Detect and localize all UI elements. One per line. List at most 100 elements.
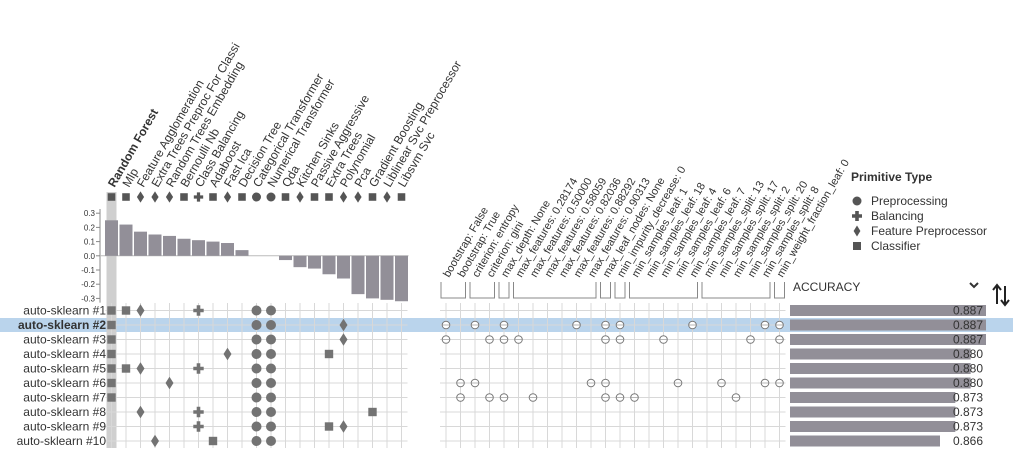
primitive-cell-mark [266,349,276,359]
accuracy-bar[interactable] [790,406,956,418]
importance-bar[interactable] [163,235,176,256]
legend-item-preprocessing: Preprocessing [851,193,987,208]
accuracy-value: 0.887 [953,333,983,347]
primitive-type-icon [209,193,217,201]
primitive-type-icon [223,191,232,203]
pipeline-name[interactable]: auto-sklearn #9 [23,420,106,434]
primitive-cell-mark [251,436,262,446]
importance-bar[interactable] [105,220,118,256]
importance-bar[interactable] [395,255,408,302]
pipeline-name[interactable]: auto-sklearn #5 [23,362,106,376]
primitive-cell-mark [251,363,262,374]
accuracy-value: 0.866 [953,434,983,448]
primitive-cell-mark [368,407,377,417]
accuracy-value: 0.880 [953,376,983,390]
hyperparameter-group-bracket [774,282,785,299]
primitive-cell-mark [266,363,276,374]
importance-bar[interactable] [192,240,205,256]
importance-bar[interactable] [308,255,321,269]
legend-item-label: Feature Preprocessor [871,223,988,238]
primitive-cell-mark [339,318,348,332]
importance-bar[interactable] [119,224,133,256]
primitive-cell-mark [266,421,276,432]
primitive-cell-mark [151,434,159,448]
primitive-cell-mark [193,406,204,418]
importance-bar[interactable] [322,255,336,275]
primitive-type-icon [122,193,130,201]
primitive-cell-mark [266,378,276,388]
accuracy-bar[interactable] [790,348,971,360]
primitive-cell-mark [251,320,262,330]
primitive-type-icon [165,191,174,203]
pipeline-name[interactable]: auto-sklearn #6 [23,376,106,390]
legend-item-balancing: Balancing [851,208,987,223]
accuracy-bar[interactable] [790,363,971,374]
primitive-cell-mark [193,363,204,374]
primitive-cell-mark [251,349,262,359]
accuracy-bar[interactable] [790,377,971,389]
importance-bar[interactable] [177,238,191,256]
hyperparameter-group-bracket [629,282,698,299]
accuracy-bar[interactable] [790,421,956,432]
primitive-cell-mark [266,407,276,417]
importance-bar[interactable] [380,255,394,300]
pipeline-name[interactable]: auto-sklearn #7 [23,391,106,405]
primitive-cell-mark [107,393,116,402]
primitive-type-icon [151,191,159,203]
bar-axis-tick: -0.3 [81,294,95,303]
importance-bar[interactable] [351,255,365,295]
importance-bar[interactable] [235,250,249,256]
primitive-cell-mark [251,392,262,403]
importance-bar[interactable] [148,234,162,256]
pipeline-name[interactable]: auto-sklearn #3 [23,333,106,347]
legend-item-classifier: Classifier [851,238,987,253]
metric-dropdown[interactable] [966,277,982,293]
primitive-label[interactable]: Liblinear Svc Preprocessor [380,58,464,189]
sort-button[interactable] [990,282,1012,308]
importance-bar[interactable] [206,241,220,256]
accuracy-value: 0.887 [953,304,983,318]
accuracy-bar[interactable] [790,435,940,447]
primitive-type-icon [339,191,348,203]
accuracy-bar[interactable] [790,305,986,316]
primitive-cell-mark [107,364,116,373]
importance-bar[interactable] [337,255,350,279]
importance-bar[interactable] [134,231,147,256]
hyperparameter-group-bracket [513,282,597,299]
primitive-cell-mark [193,421,204,432]
pipeline-name[interactable]: auto-sklearn #2 [18,318,106,332]
primitive-type-icon [368,193,377,201]
primitive-cell-mark [107,306,116,315]
primitive-cell-mark [339,333,348,346]
legend-title: Primitive Type [851,170,933,184]
primitive-cell-mark [251,407,262,417]
importance-bar[interactable] [279,255,292,261]
accuracy-bar[interactable] [790,334,986,345]
primitive-cell-mark [165,376,174,390]
accuracy-bar[interactable] [790,392,956,403]
importance-bar[interactable] [221,243,234,256]
legend-item-label: Preprocessing [871,193,948,208]
primitive-type-icon [238,193,246,201]
accuracy-bar[interactable] [790,319,986,331]
primitive-cell-mark [107,378,116,388]
importance-bar[interactable] [366,255,379,299]
primitive-cell-mark [324,422,334,431]
chevron-down-icon [969,282,979,289]
primitive-cell-mark [136,304,145,317]
bar-axis-tick: 0.1 [84,238,96,247]
pipeline-name[interactable]: auto-sklearn #1 [23,304,106,318]
primitive-type-icon [252,192,261,202]
primitive-cell-mark [208,436,218,446]
pipeline-name[interactable]: auto-sklearn #8 [23,405,106,419]
primitive-cell-mark [266,334,276,345]
pipeline-name[interactable]: auto-sklearn #10 [17,434,107,448]
importance-bar[interactable] [293,255,307,268]
primitive-type-icon [354,191,362,203]
metric-label: ACCURACY [793,280,861,294]
primitive-type-icon [325,193,333,201]
primitive-cell-mark [107,320,116,330]
primitive-cell-mark [136,405,145,419]
pipeline-name[interactable]: auto-sklearn #4 [23,347,106,361]
primitive-type-icon [193,192,204,202]
